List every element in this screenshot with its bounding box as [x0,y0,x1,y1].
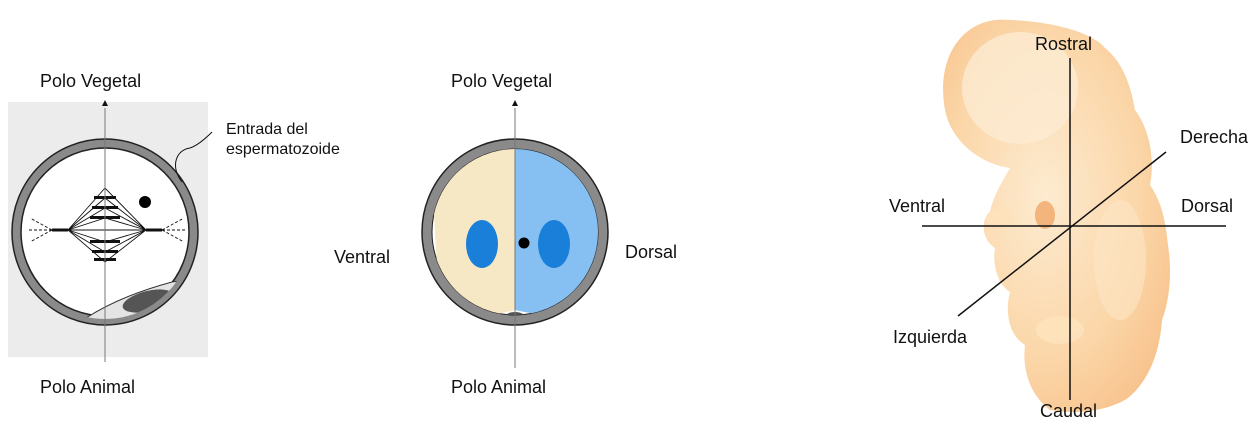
embryo-left-label: Ventral [889,197,945,217]
zygote-diagram [8,100,212,362]
callout-label-line2: espermatozoide [226,141,340,159]
egg-bottom-label: Polo Animal [451,378,546,398]
embryo-bottom-label: Caudal [1040,402,1097,422]
callout-label-line1: Entrada del [226,121,308,139]
embryo-top-label: Rostral [1035,35,1092,55]
sperm-pronucleus [139,196,151,208]
center-dot [519,238,530,249]
embryo-leg [1036,316,1084,344]
zygote-top-label: Polo Vegetal [40,72,141,92]
dorsal-nucleus [538,220,570,268]
embryo-left-side-label: Izquierda [893,328,967,348]
zygote-bottom-label: Polo Animal [40,378,135,398]
embryo-right-side-label: Derecha [1180,128,1248,148]
axes-egg-diagram [422,100,608,368]
egg-left-label: Ventral [334,248,390,268]
egg-top-label: Polo Vegetal [451,72,552,92]
egg-right-label: Dorsal [625,243,677,263]
embryo-heart [1035,201,1055,229]
embryo-arm [986,209,1014,227]
embryo-right-label: Dorsal [1181,197,1233,217]
egg-axis-arrow [512,100,518,106]
ventral-nucleus [466,220,498,268]
